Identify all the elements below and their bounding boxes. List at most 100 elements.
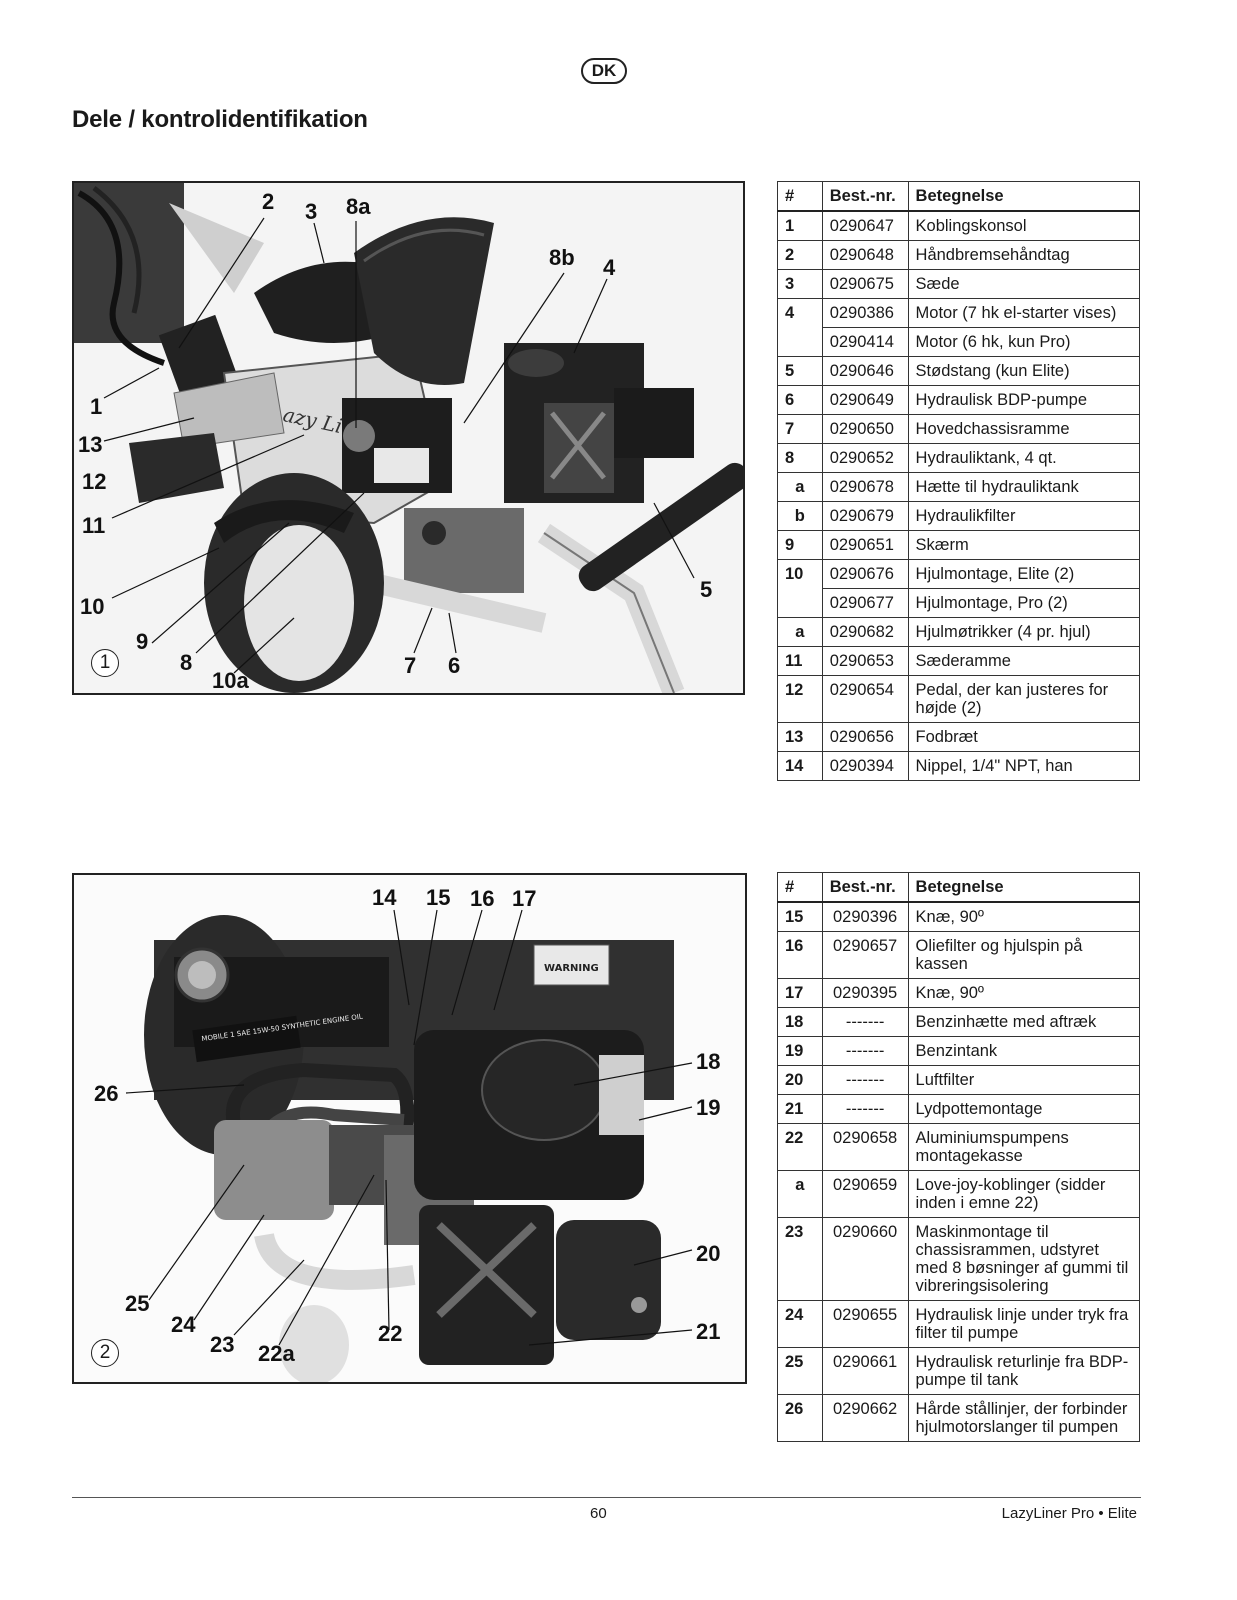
callout-label: 13	[78, 432, 103, 457]
machine-illustration: Lazy Liner	[74, 183, 743, 693]
callout-label: 23	[210, 1332, 235, 1357]
table-header-row: # Best.-nr. Betegnelse	[777, 181, 1141, 212]
callout-label: 4	[603, 255, 616, 280]
part-description: Hydraulisk BDP-pumpe	[907, 385, 1141, 415]
part-number: 0290662	[821, 1394, 909, 1442]
part-description: Benzintank	[907, 1036, 1141, 1066]
item-number: 16	[777, 931, 823, 979]
part-description: Sæde	[907, 269, 1141, 299]
item-number: 20	[777, 1065, 823, 1095]
callout-label: 24	[171, 1312, 196, 1337]
figure-2-engine-photo: MOBILE 1 SAE 15W-50 SYNTHETIC ENGINE OIL…	[72, 873, 747, 1384]
part-description: Aluminiumspumpens montagekasse	[907, 1123, 1141, 1171]
item-number: 26	[777, 1394, 823, 1442]
part-description: Maskinmontage til chassisrammen, udstyre…	[907, 1217, 1141, 1301]
part-number: 0290386	[821, 298, 909, 328]
table-row: 19-------Benzintank	[777, 1036, 1141, 1066]
callout-label: 14	[372, 885, 397, 910]
document-name: LazyLiner Pro • Elite	[1001, 1505, 1137, 1522]
part-number: 0290658	[821, 1123, 909, 1171]
part-description: Motor (7 hk el-starter vises)	[907, 298, 1141, 328]
part-description: Hårde stållinjer, der forbinder hjulmoto…	[907, 1394, 1141, 1442]
part-number: -------	[821, 1036, 909, 1066]
item-number: 13	[777, 722, 823, 752]
part-number: 0290396	[821, 901, 909, 932]
part-number: 0290652	[821, 443, 909, 473]
part-description: Hydrauliktank, 4 qt.	[907, 443, 1141, 473]
item-number: 25	[777, 1347, 823, 1395]
callout-label: 18	[696, 1049, 721, 1074]
item-number: 8	[777, 443, 823, 473]
part-description: Motor (6 hk, kun Pro)	[907, 327, 1141, 357]
item-number: 6	[777, 385, 823, 415]
page-title: Dele / kontrolidentifikation	[72, 106, 368, 133]
part-number: 0290656	[821, 722, 909, 752]
part-number: 0290682	[821, 617, 909, 647]
table-header-row: # Best.-nr. Betegnelse	[777, 872, 1141, 903]
figure-number: 2	[91, 1339, 119, 1367]
callout-leader-lines	[103, 217, 695, 674]
item-number: a	[777, 472, 823, 502]
part-number: 0290659	[821, 1170, 909, 1218]
language-badge: DK	[581, 58, 627, 84]
part-number: 0290661	[821, 1347, 909, 1395]
part-number: 0290677	[821, 588, 909, 618]
callout-label: 21	[696, 1319, 721, 1344]
part-description: Håndbremsehåndtag	[907, 240, 1141, 270]
part-number: 0290678	[821, 472, 909, 502]
column-header: #	[777, 181, 823, 212]
part-number: 0290675	[821, 269, 909, 299]
item-number: 24	[777, 1300, 823, 1348]
part-description: Knæ, 90º	[907, 978, 1141, 1008]
callout-label: 2	[262, 189, 275, 214]
callout-label: 3	[305, 199, 318, 224]
item-number: a	[777, 617, 823, 647]
figure-1-machine-photo: Lazy Liner	[72, 181, 745, 695]
part-description: Pedal, der kan justeres for højde (2)	[907, 675, 1141, 723]
item-number: 3	[777, 269, 823, 299]
part-description: Hovedchassisramme	[907, 414, 1141, 444]
part-description: Sæderamme	[907, 646, 1141, 676]
part-description: Koblingskonsol	[907, 210, 1141, 241]
part-description: Knæ, 90º	[907, 901, 1141, 932]
callout-label: 11	[82, 513, 106, 538]
part-number: 0290653	[821, 646, 909, 676]
callout-label: 1	[90, 394, 103, 419]
part-number: 0290655	[821, 1300, 909, 1348]
callout-label: 16	[470, 886, 495, 911]
callout-label: 19	[696, 1095, 721, 1120]
callout-label: 22	[378, 1321, 403, 1346]
part-description: Hydraulisk returlinje fra BDP-pumpe til …	[907, 1347, 1141, 1395]
part-number: 0290394	[821, 751, 909, 781]
part-number: 0290414	[821, 327, 909, 357]
item-number: 17	[777, 978, 823, 1008]
item-number: 15	[777, 901, 823, 932]
part-number: 0290676	[821, 559, 909, 589]
table-row: 18-------Benzinhætte med aftræk	[777, 1007, 1141, 1037]
item-number: 14	[777, 751, 823, 781]
item-number: 9	[777, 530, 823, 560]
part-number: 0290646	[821, 356, 909, 386]
item-number: 1	[777, 210, 823, 241]
part-description: Benzinhætte med aftræk	[907, 1007, 1141, 1037]
callout-label: 22a	[258, 1341, 295, 1366]
callout-label: 12	[82, 469, 107, 494]
engine-illustration: MOBILE 1 SAE 15W-50 SYNTHETIC ENGINE OIL…	[74, 875, 745, 1382]
svg-text:WARNING: WARNING	[544, 963, 599, 974]
part-number: 0290395	[821, 978, 909, 1008]
item-number: 12	[777, 675, 823, 723]
